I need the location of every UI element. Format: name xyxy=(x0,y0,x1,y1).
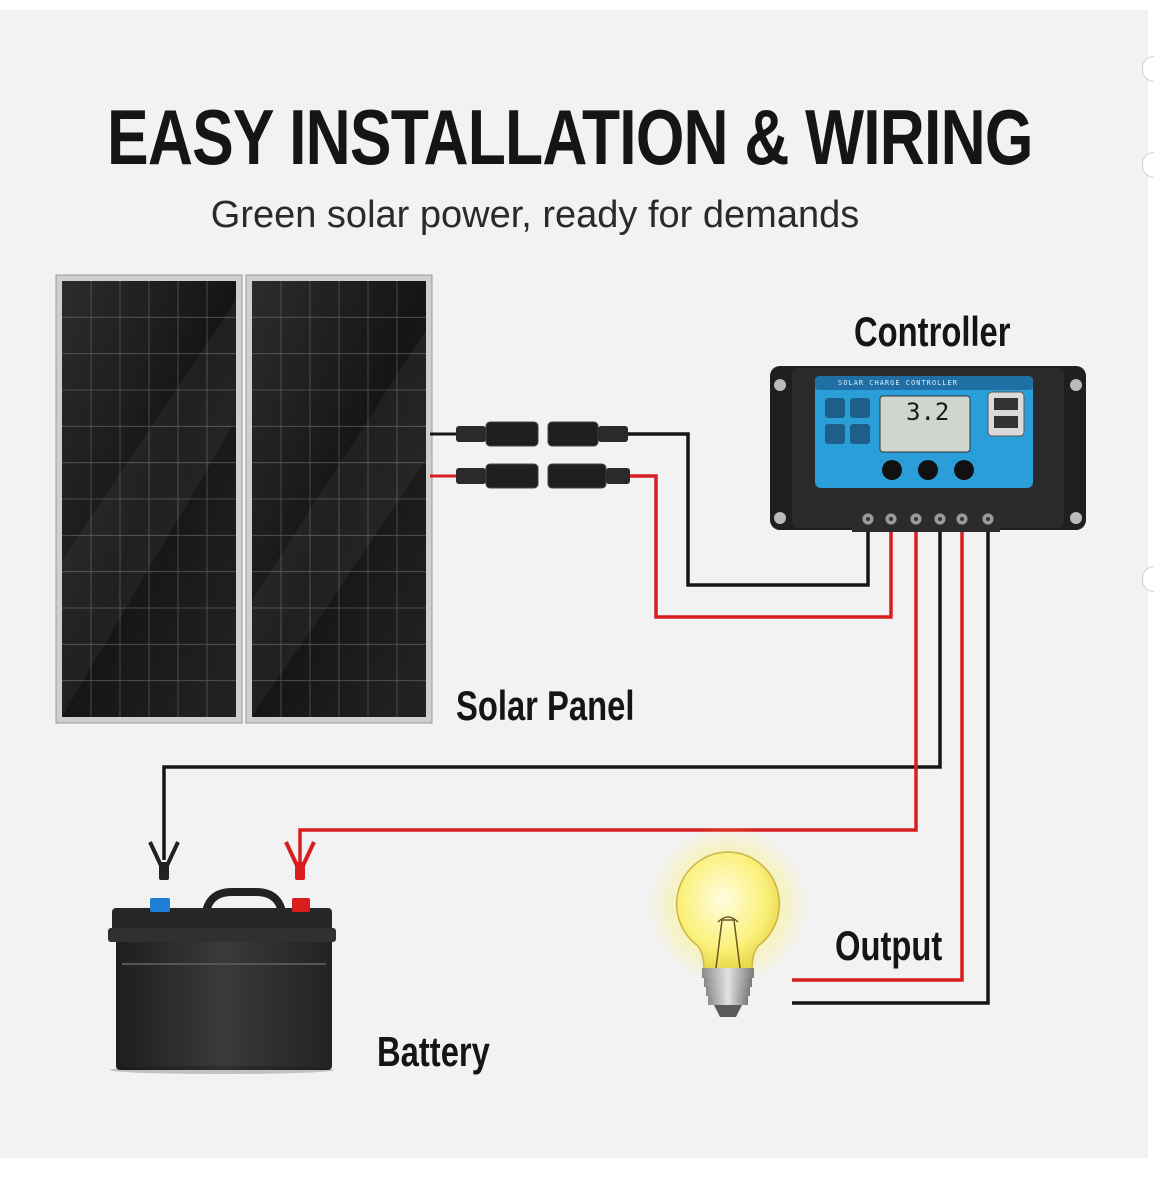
charge-controller-icon xyxy=(770,366,1086,532)
battery-label: Battery xyxy=(377,1028,490,1075)
controller-label: Controller xyxy=(854,308,1011,355)
controller-banner: SOLAR CHARGE CONTROLLER xyxy=(838,379,958,387)
page-subtitle: Green solar power, ready for demands xyxy=(210,194,860,236)
alligator-clip-icon xyxy=(148,841,316,880)
page-title: EASY INSTALLATION & WIRING xyxy=(107,93,1033,181)
output-label: Output xyxy=(835,922,943,969)
load-positive-wire xyxy=(792,532,964,982)
load-negative-wire xyxy=(792,532,990,1005)
solar-panel-icon xyxy=(55,274,433,724)
battery-negative-wire xyxy=(162,532,942,860)
battery-icon xyxy=(108,888,336,1074)
battery-positive-wire xyxy=(298,532,918,862)
controller-display-value: 3.2 xyxy=(906,398,950,426)
light-bulb-icon xyxy=(648,825,808,1017)
solar-panel-label: Solar Panel xyxy=(456,682,635,729)
solar-negative-wire xyxy=(628,432,870,587)
wiring xyxy=(162,432,990,1005)
mc4-connector-icon xyxy=(430,421,630,489)
solar-positive-wire xyxy=(630,474,893,619)
